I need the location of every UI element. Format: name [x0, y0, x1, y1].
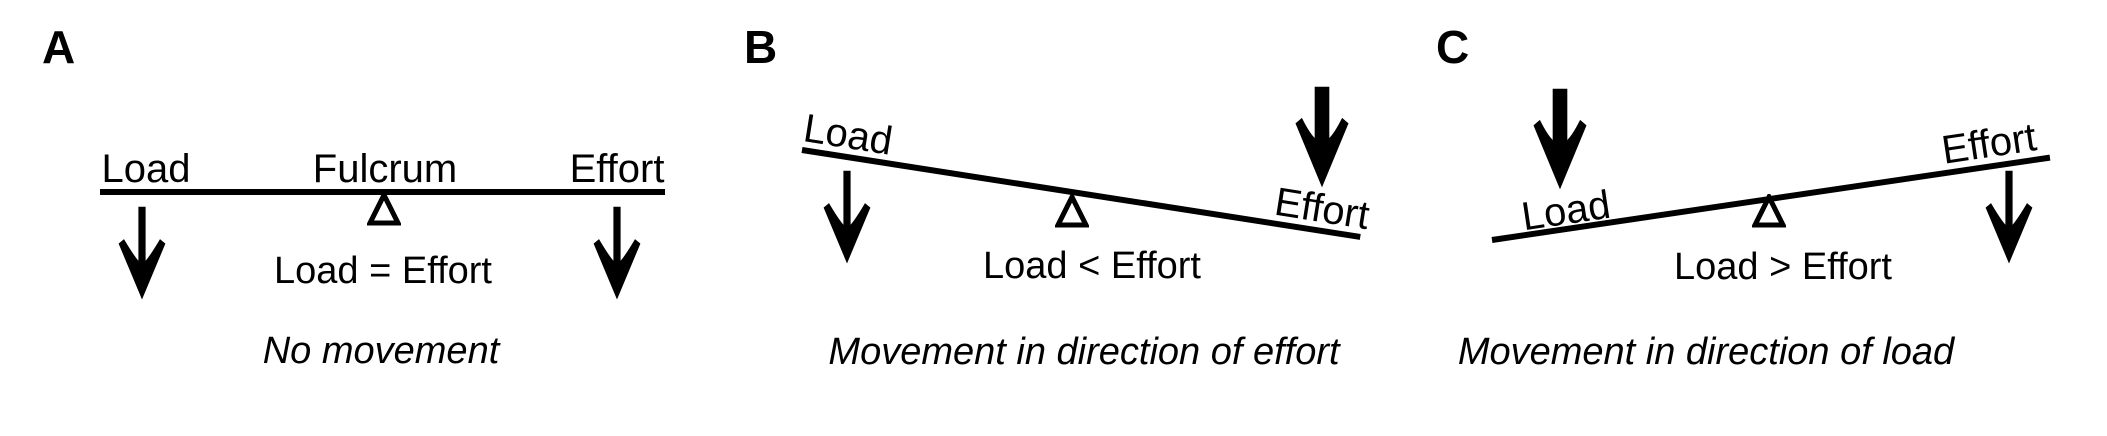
panel-c-letter: C [1436, 21, 1470, 73]
panel-b-letter: B [744, 21, 778, 73]
panel-a-load-arrow-down-icon [115, 206, 169, 302]
panel-a-effort-label: Effort [569, 147, 665, 191]
panel-c-relation-text: Load > Effort [1674, 246, 1892, 288]
panel-a-letter: A [42, 21, 76, 73]
panel-a-fulcrum-triangle-icon [367, 192, 401, 226]
panel-c-caption: Movement in direction of load [1457, 331, 1955, 373]
panel-c-fulcrum-triangle-icon [1752, 194, 1786, 228]
panel-a-effort-arrow-down-icon [590, 206, 644, 302]
panel-c-load-arrow-down-thick-icon [1528, 88, 1592, 192]
panel-c-effort-arrow-down-icon [1982, 170, 2036, 266]
panel-b-relation-text: Load < Effort [983, 245, 1201, 287]
panel-a-lever-beam [100, 189, 665, 195]
panel-b-caption: Movement in direction of effort [828, 331, 1340, 373]
panel-b-effort-arrow-down-thick-icon [1290, 86, 1354, 190]
panel-b-load-arrow-down-icon [820, 170, 874, 266]
panel-a-load-label: Load [101, 147, 191, 191]
panel-a-fulcrum-label: Fulcrum [312, 147, 458, 191]
panel-a-relation-text: Load = Effort [274, 250, 492, 292]
panel-a-caption: No movement [262, 330, 500, 372]
panel-b-fulcrum-triangle-icon [1055, 194, 1089, 228]
